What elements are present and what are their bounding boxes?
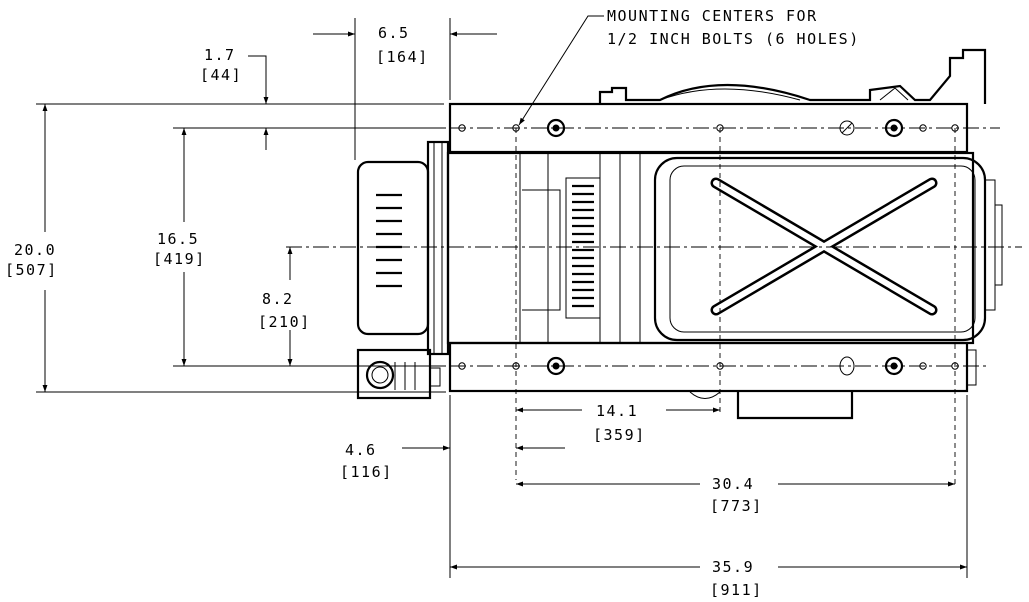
dim-value: 30.4 xyxy=(712,475,754,493)
dim-value: 20.0 xyxy=(14,241,56,259)
engine-body xyxy=(356,48,1003,420)
dim-1-7: 1.7 [44] xyxy=(200,46,242,84)
radiator-grille xyxy=(565,177,601,319)
dim-metric: [44] xyxy=(200,66,242,84)
dim-6-5: 6.5 [164] xyxy=(376,24,429,66)
extension-lines xyxy=(36,18,968,578)
dimension-lines xyxy=(42,15,967,570)
note-mounting-centers: MOUNTING CENTERS FOR 1/2 INCH BOLTS (6 H… xyxy=(607,7,860,48)
dim-value: 8.2 xyxy=(262,290,294,308)
dim-value: 1.7 xyxy=(204,46,236,64)
dim-metric: [911] xyxy=(710,581,763,599)
dim-metric: [507] xyxy=(5,261,58,279)
dim-4-6: 4.6 [116] xyxy=(340,441,393,481)
dim-metric: [210] xyxy=(258,313,311,331)
dim-35-9: 35.9 [911] xyxy=(710,558,763,599)
dim-30-4: 30.4 [773] xyxy=(710,475,763,515)
bottom-mounting-rail xyxy=(448,341,977,393)
dim-16-5: 16.5 [419] xyxy=(153,230,206,268)
note-line-1: MOUNTING CENTERS FOR xyxy=(607,7,818,25)
alternator-housing xyxy=(356,140,450,356)
fuel-tank xyxy=(653,156,1003,342)
dim-metric: [116] xyxy=(340,463,393,481)
dim-metric: [359] xyxy=(593,426,646,444)
dim-value: 14.1 xyxy=(596,402,638,420)
dim-8-2: 8.2 [210] xyxy=(258,290,311,331)
dim-value: 4.6 xyxy=(345,441,377,459)
dim-metric: [773] xyxy=(710,497,763,515)
dim-20-0: 20.0 [507] xyxy=(5,241,58,279)
dim-value: 16.5 xyxy=(157,230,199,248)
dim-metric: [419] xyxy=(153,250,206,268)
dim-value: 35.9 xyxy=(712,558,754,576)
centerlines xyxy=(286,127,1022,485)
junction-box xyxy=(356,348,441,400)
dim-metric: [164] xyxy=(376,48,429,66)
note-line-2: 1/2 INCH BOLTS (6 HOLES) xyxy=(607,30,860,48)
dim-14-1: 14.1 [359] xyxy=(593,402,646,444)
dim-value: 6.5 xyxy=(378,24,410,42)
